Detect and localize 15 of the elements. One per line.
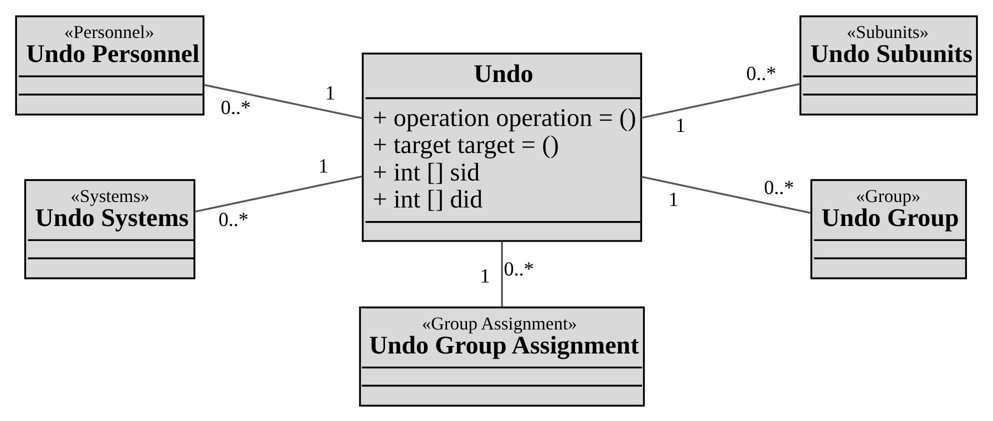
label: 0..* (218, 208, 248, 230)
label: 0..* (764, 176, 794, 198)
connector (501, 240, 503, 306)
label: 0..* (220, 96, 251, 118)
label: 0..* (746, 62, 776, 85)
connector (641, 82, 800, 118)
connector (194, 174, 363, 212)
label: 1 (676, 114, 686, 136)
label: 1 (480, 265, 490, 288)
connector (204, 83, 363, 119)
label: 1 (318, 154, 328, 177)
connector (641, 175, 812, 214)
label: 1 (325, 82, 336, 104)
label: 1 (668, 188, 678, 210)
label: 0..* (504, 258, 534, 280)
